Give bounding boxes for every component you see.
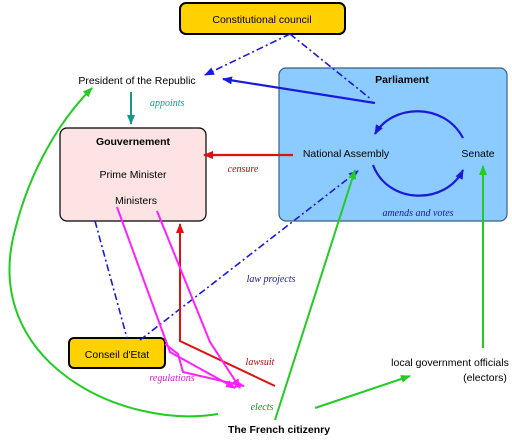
parliament-to-president-arrow [222, 76, 376, 105]
council-to-president-dashed [204, 33, 291, 76]
government-to-conseil-dashed [94, 220, 128, 339]
regulations-arrow-1 [116, 206, 236, 389]
local-officials-label-2: (electors) [463, 372, 507, 384]
censure-label: censure [228, 164, 259, 175]
conseil-etat-box [68, 337, 166, 369]
council-to-parliament-dashed [289, 33, 373, 101]
lawsuit-arrow [176, 223, 276, 387]
national-assembly-label: National Assembly [303, 148, 390, 160]
citizenry-to-nat-assembly-arrow [274, 169, 357, 421]
citizenry-to-president-arrow [8, 87, 219, 418]
regulations-label: regulations [149, 373, 194, 384]
constitutional-council-box [179, 2, 346, 35]
elects-label: elects [251, 402, 274, 413]
regulations-arrow-3 [164, 343, 245, 388]
conseil-to-nat-assembly-dashed [139, 170, 359, 341]
conseil-etat-label: Conseil d'Etat [85, 349, 150, 361]
citizenry-to-local-officials-arrow [314, 375, 411, 409]
law-projects-label: law projects [247, 274, 296, 285]
amends-votes-label: amends and votes [382, 208, 453, 219]
senate-to-nat-assembly-arc [371, 164, 464, 197]
local-officials-label-1: local government officials [391, 357, 509, 369]
citizenry-label: The French citizenry [228, 424, 330, 436]
lawsuit-label: lawsuit [246, 357, 275, 368]
government-box [59, 127, 207, 222]
government-title: Gouvernement [96, 136, 171, 148]
ministers-label: Ministers [115, 195, 157, 207]
parliament-box [278, 67, 508, 222]
parliament-title: Parliament [375, 74, 429, 86]
constitutional-council-label: Constitutional council [212, 14, 311, 26]
regulations-arrow-2 [156, 210, 241, 389]
nat-assembly-to-senate-arc [374, 110, 464, 139]
prime-minister-label: Prime Minister [99, 169, 167, 181]
president-label: President of the Republic [78, 75, 195, 87]
senate-label: Senate [461, 148, 494, 160]
appoints-label: appoints [150, 98, 185, 109]
